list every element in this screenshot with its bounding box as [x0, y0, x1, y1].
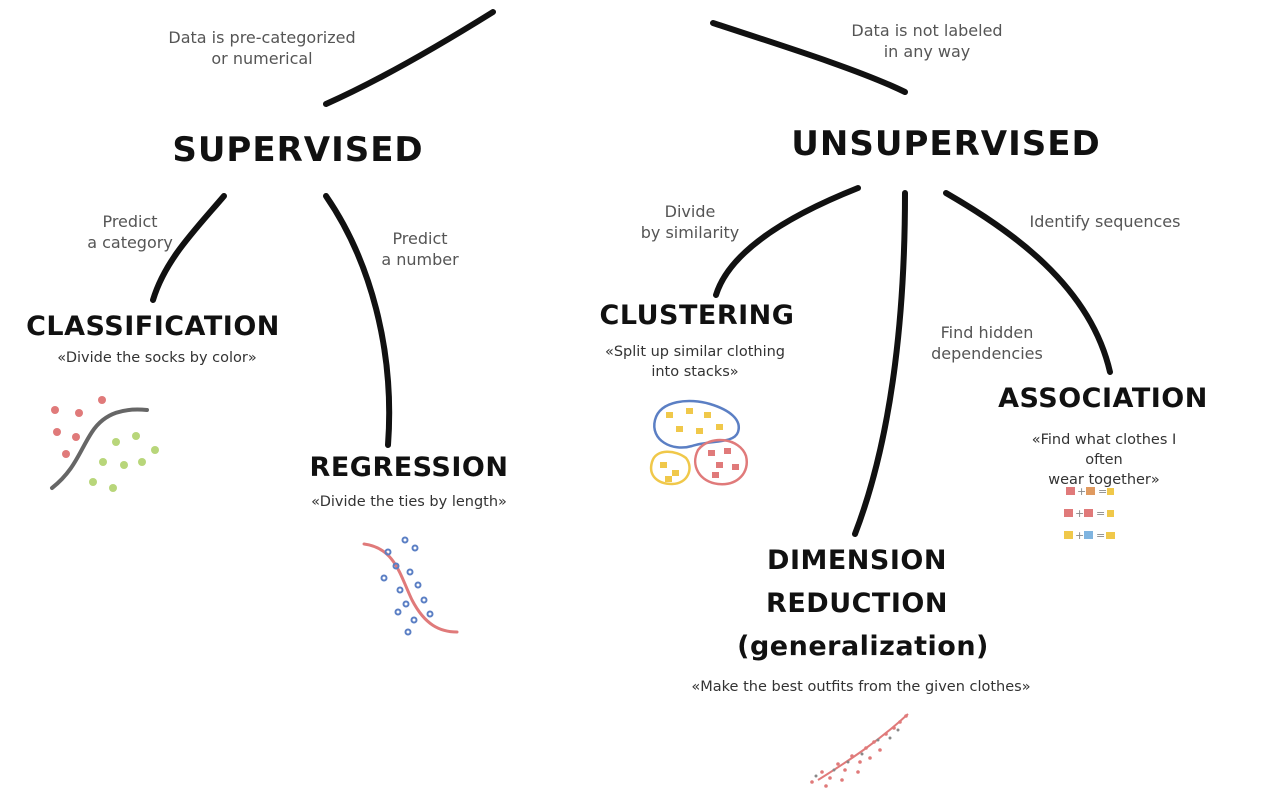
node-clustering-title: CLUSTERING	[599, 300, 795, 331]
connector-unsupervised	[710, 20, 908, 95]
edge-label-supervised: Data is pre-categorized or numerical	[168, 27, 355, 69]
edge-label-clustering: Divide by similarity	[641, 201, 740, 243]
edge-label-unsupervised: Data is not labeled in any way	[851, 20, 1002, 62]
node-regression-example: «Divide the ties by length»	[311, 494, 507, 510]
edge-label-unsupervised-line-1: Data is not labeled in any way	[851, 21, 1003, 61]
node-dimension-reduction-title-line1: DIMENSION	[767, 545, 947, 576]
association-illustration: + = + = + =	[1064, 485, 1115, 542]
connector-regression	[323, 193, 393, 448]
node-regression-title: REGRESSION	[309, 452, 509, 483]
svg-text:=: =	[1098, 485, 1107, 498]
svg-text:=: =	[1096, 507, 1105, 520]
dimension-reduction-illustration	[810, 713, 909, 788]
edge-label-classification-line-1: Predict a category	[87, 212, 173, 252]
regression-illustration	[362, 536, 459, 636]
connector-dimension-reduction	[852, 190, 908, 537]
edge-label-dimension-reduction: Find hidden dependencies	[931, 322, 1043, 364]
node-association-title: ASSOCIATION	[998, 383, 1208, 414]
edge-label-association: Identify sequences	[1030, 211, 1181, 232]
connector-clustering	[713, 185, 861, 298]
node-unsupervised: UNSUPERVISED	[791, 124, 1101, 164]
node-association-example: «Find what clothes I often wear together…	[1031, 432, 1177, 488]
node-dimension-reduction-title-line2: REDUCTION	[766, 588, 948, 619]
svg-text:+: +	[1075, 507, 1084, 520]
connector-classification	[150, 193, 227, 303]
svg-text:=: =	[1096, 529, 1105, 542]
node-classification-example: «Divide the socks by color»	[57, 350, 257, 366]
edge-label-association-line-1: Identify sequences	[1029, 212, 1181, 231]
node-dimension-reduction-title-line3: (generalization)	[737, 631, 989, 662]
connector-association	[943, 190, 1113, 375]
node-dimension-reduction-example: «Make the best outfits from the given cl…	[691, 679, 1031, 695]
edge-label-clustering-line-1: Divide by similarity	[640, 202, 740, 242]
node-supervised: SUPERVISED	[172, 130, 424, 170]
edge-label-regression-line-1: Predict a number	[381, 229, 459, 269]
edge-label-classification: Predict a category	[87, 211, 173, 253]
node-clustering-example: «Split up similar clothing into stacks»	[604, 344, 786, 380]
svg-text:+: +	[1077, 485, 1086, 498]
classification-illustration	[50, 396, 159, 492]
clustering-illustration	[649, 399, 749, 486]
connector-supervised	[323, 9, 496, 107]
edge-label-dimension-reduction-line-1: Find hidden dependencies	[931, 323, 1043, 363]
edge-label-supervised-line-1: Data is pre-categorized or numerical	[168, 28, 356, 68]
node-classification-title: CLASSIFICATION	[26, 311, 280, 342]
edge-label-regression: Predict a number	[381, 228, 458, 270]
svg-text:+: +	[1075, 529, 1084, 542]
